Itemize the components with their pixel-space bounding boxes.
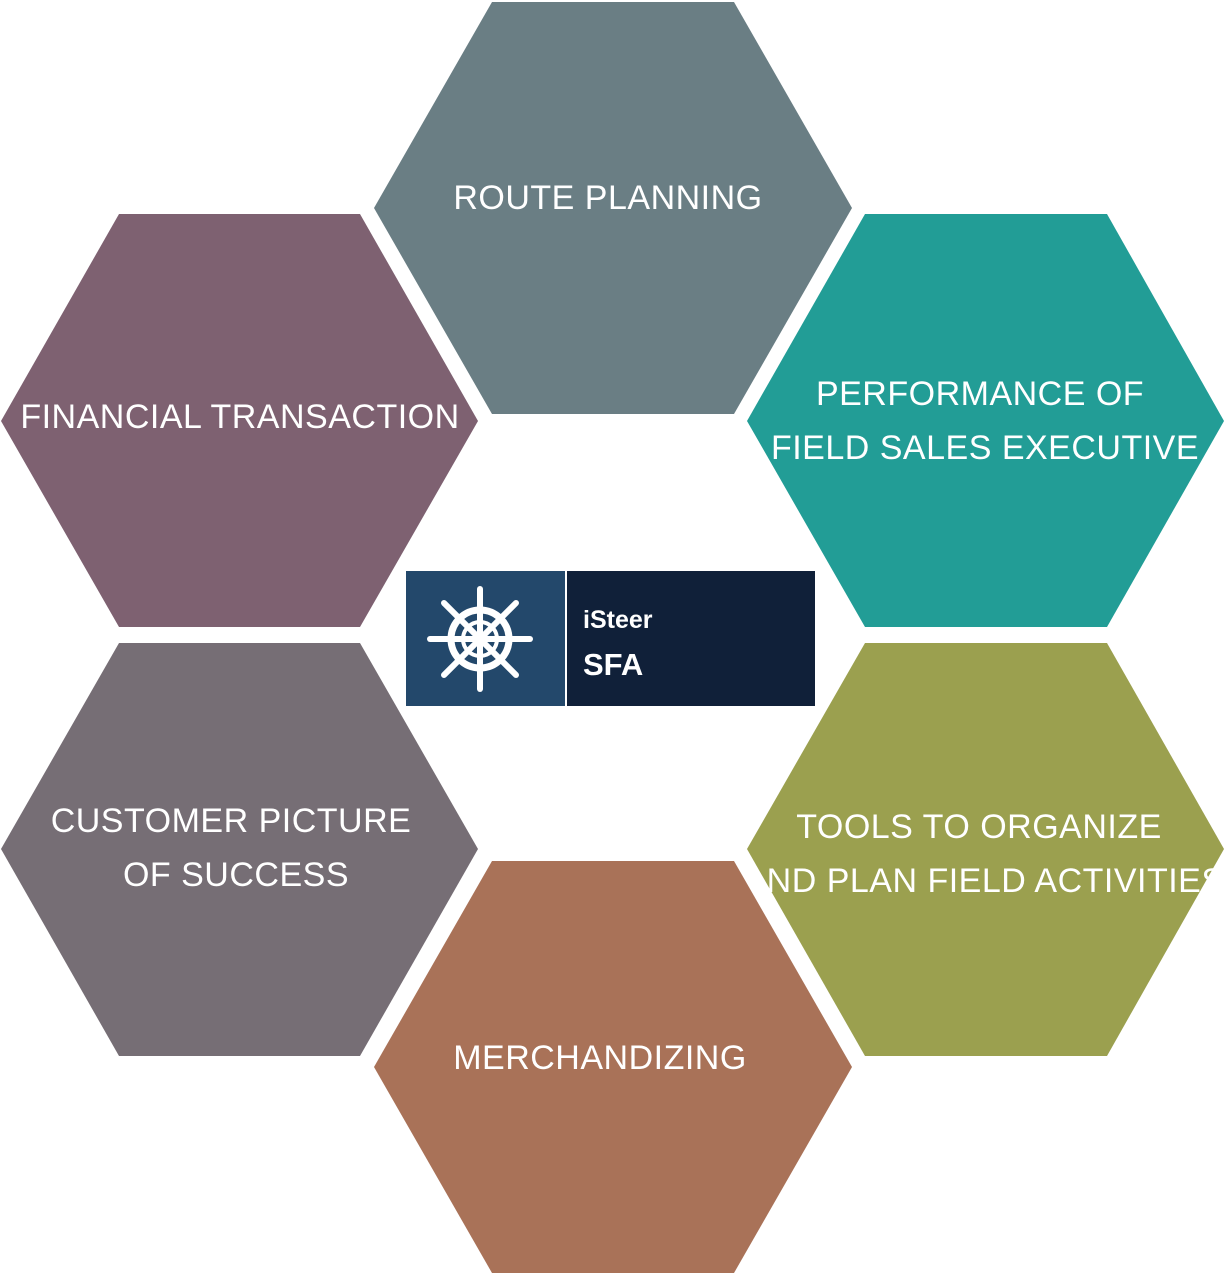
hex-tools-field-activities: TOOLS TO ORGANIZE AND PLAN FIELD ACTIVIT… <box>743 643 1224 1056</box>
hex-label: TOOLS TO ORGANIZE AND PLAN FIELD ACTIVIT… <box>743 808 1224 900</box>
hex-shape <box>747 214 1224 627</box>
hex-label: PERFORMANCE OF FIELD SALES EXECUTIVE <box>771 375 1199 467</box>
hex-route-planning: ROUTE PLANNING <box>374 2 852 414</box>
hex-shape <box>747 643 1224 1056</box>
hex-label: CUSTOMER PICTURE OF SUCCESS <box>51 802 422 894</box>
hex-shape <box>374 2 852 414</box>
hex-customer-picture: CUSTOMER PICTURE OF SUCCESS <box>1 643 478 1056</box>
brand-product: SFA <box>583 647 643 682</box>
hex-shape <box>1 643 478 1056</box>
hex-label: FINANCIAL TRANSACTION <box>20 398 459 436</box>
hex-performance-field-sales: PERFORMANCE OF FIELD SALES EXECUTIVE <box>747 214 1224 627</box>
hex-shape <box>374 861 852 1273</box>
hex-label: MERCHANDIZING <box>453 1039 747 1077</box>
brand-name: iSteer <box>583 606 653 634</box>
hex-shape <box>1 214 478 627</box>
hex-merchandizing: MERCHANDIZING <box>374 861 852 1273</box>
brand-logo: iSteer SFA <box>406 571 815 706</box>
ship-wheel-icon <box>427 586 533 692</box>
hex-label: ROUTE PLANNING <box>453 179 762 217</box>
hex-financial-transaction: FINANCIAL TRANSACTION <box>1 214 478 627</box>
brand-text-box <box>567 571 815 706</box>
